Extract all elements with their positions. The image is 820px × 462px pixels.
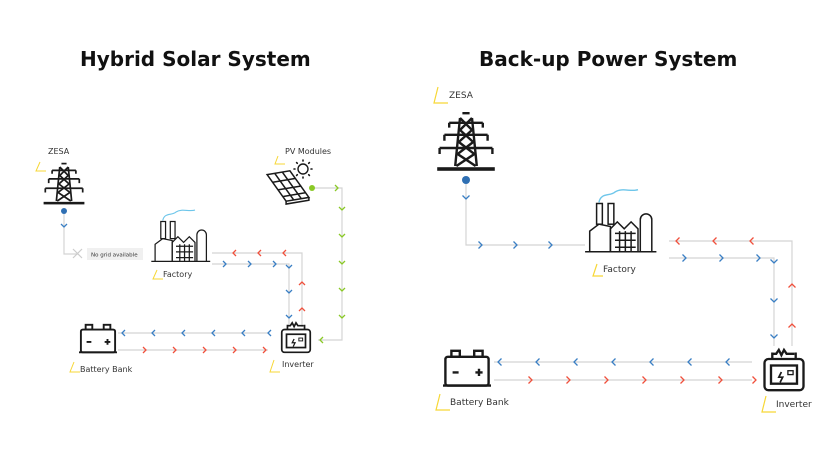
factory-icon-left	[150, 209, 211, 263]
flow-chevron-icon	[770, 298, 778, 303]
label-accent-icon	[435, 393, 450, 411]
flow-chevron-icon	[573, 358, 578, 366]
right-connectors	[465, 182, 793, 381]
zesa-label-right: ZESA	[449, 91, 474, 101]
inverter-icon-right	[763, 348, 805, 392]
label-accent-icon	[269, 359, 280, 373]
flow-chevron-icon	[566, 376, 571, 384]
label-accent-icon	[152, 269, 163, 280]
label-accent-icon	[35, 161, 46, 172]
flow-chevron-icon	[756, 254, 761, 262]
flow-chevron-icon	[282, 249, 287, 257]
flow-chevron-icon	[649, 358, 654, 366]
transmission-tower-icon	[436, 111, 496, 173]
label-accent-icon	[274, 155, 285, 165]
zesa-tower-right	[436, 111, 496, 184]
flow-chevron-icon	[151, 329, 156, 337]
flow-chevron-icon	[611, 358, 616, 366]
hybrid-solar-title: Hybrid Solar System	[80, 47, 311, 71]
pv-label: PV Modules	[285, 147, 331, 156]
no-grid-x-icon	[72, 248, 83, 259]
zesa-tower-left	[42, 162, 86, 214]
flow-chevron-icon	[770, 334, 778, 339]
flow-chevron-icon	[285, 264, 293, 269]
flow-chevron-icon	[262, 346, 267, 354]
flow-chevron-icon	[232, 346, 237, 354]
flow-chevron-icon	[338, 287, 346, 292]
flow-chevron-icon	[788, 283, 796, 288]
flow-chevron-icon	[298, 307, 306, 312]
label-accent-icon	[69, 361, 80, 373]
flow-chevron-icon	[682, 254, 687, 262]
flow-chevron-icon	[285, 289, 293, 294]
flow-chevron-icon	[241, 329, 246, 337]
flow-chevron-icon	[257, 249, 262, 257]
battery-label-left: Battery Bank	[80, 365, 133, 374]
flow-chevron-icon	[142, 346, 147, 354]
flow-chevron-icon	[338, 233, 346, 238]
flow-chevron-icon	[211, 329, 216, 337]
no-grid-badge	[87, 248, 143, 260]
flow-chevron-icon	[334, 184, 339, 192]
flow-chevron-icon	[232, 249, 237, 257]
label-accent-icon	[761, 395, 776, 413]
flow-chevron-icon	[319, 336, 324, 344]
flow-chevron-icon	[222, 260, 227, 268]
flow-chevron-icon	[247, 260, 252, 268]
flow-arrows	[60, 184, 796, 384]
flow-chevron-icon	[788, 323, 796, 328]
flow-chevron-icon	[121, 329, 126, 337]
flow-chevron-icon	[719, 254, 724, 262]
flow-chevron-icon	[267, 329, 272, 337]
connection-dot	[61, 208, 67, 214]
battery-icon-left	[78, 323, 118, 354]
flow-chevron-icon	[528, 376, 533, 384]
transmission-tower-icon	[42, 162, 86, 206]
inverter-label-right: Inverter	[776, 400, 812, 410]
flow-chevron-icon	[60, 223, 68, 228]
flow-chevron-icon	[604, 376, 609, 384]
inverter-label-left: Inverter	[282, 360, 314, 369]
flow-chevron-icon	[497, 358, 502, 366]
flow-chevron-icon	[680, 376, 685, 384]
flow-chevron-icon	[712, 237, 717, 245]
flow-chevron-icon	[478, 241, 483, 249]
flow-chevron-icon	[285, 314, 293, 319]
flow-chevron-icon	[535, 358, 540, 366]
flow-chevron-icon	[749, 237, 754, 245]
factory-label-left: Factory	[163, 270, 192, 279]
connection-dot	[309, 185, 315, 191]
flow-chevron-icon	[298, 281, 306, 286]
flow-chevron-icon	[338, 260, 346, 265]
flow-chevron-icon	[338, 206, 346, 211]
label-accent-icon	[433, 86, 448, 104]
label-accent-icon	[592, 263, 603, 277]
inverter-icon-left	[280, 321, 312, 354]
flow-chevron-icon	[752, 376, 757, 384]
sun-icon	[293, 159, 313, 179]
flow-chevron-icon	[338, 314, 346, 319]
zesa-label-left: ZESA	[48, 147, 70, 156]
flow-chevron-icon	[642, 376, 647, 384]
backup-power-title: Back-up Power System	[479, 47, 738, 71]
flow-chevron-icon	[548, 241, 553, 249]
flow-chevron-icon	[272, 260, 277, 268]
factory-label-right: Factory	[603, 265, 637, 275]
battery-label-right: Battery Bank	[450, 398, 510, 408]
flow-chevron-icon	[675, 237, 680, 245]
flow-chevron-icon	[718, 376, 723, 384]
factory-icon-right	[584, 188, 658, 253]
flow-chevron-icon	[725, 358, 730, 366]
flow-chevron-icon	[770, 259, 778, 264]
flow-chevron-icon	[202, 346, 207, 354]
battery-icon-right	[441, 349, 493, 387]
flow-chevron-icon	[513, 241, 518, 249]
flow-chevron-icon	[462, 195, 470, 200]
no-grid-text: No grid available	[91, 253, 138, 259]
flow-chevron-icon	[181, 329, 186, 337]
pv-panel-icon	[266, 170, 310, 205]
connection-dot	[462, 176, 470, 184]
flow-chevron-icon	[687, 358, 692, 366]
flow-chevron-icon	[172, 346, 177, 354]
